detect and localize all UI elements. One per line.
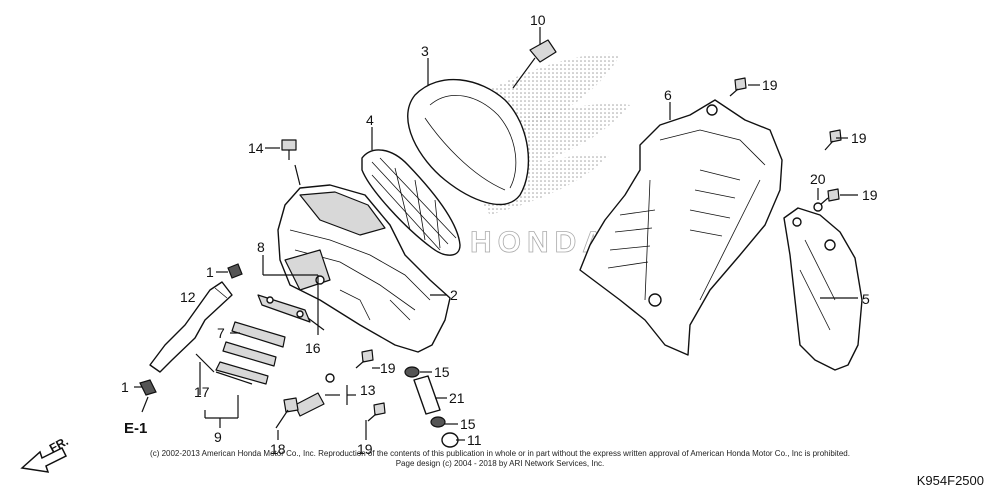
part-21-hose[interactable] xyxy=(413,375,441,415)
part-15-clamp-b[interactable] xyxy=(430,416,446,428)
part-16-screw[interactable] xyxy=(307,317,325,331)
callout-5: 5 xyxy=(862,291,870,307)
callout-1-a: 1 xyxy=(206,264,214,280)
reference-e1-label[interactable]: E-1 xyxy=(124,420,148,437)
front-direction-arrow xyxy=(20,446,68,473)
callout-17: 17 xyxy=(194,384,210,400)
part-8-drain-plate[interactable] xyxy=(257,294,311,323)
callout-10: 10 xyxy=(530,12,546,28)
part-4-filter-screen[interactable] xyxy=(361,149,461,256)
callout-6: 6 xyxy=(664,87,672,103)
part-17-screws[interactable] xyxy=(195,353,253,385)
part-19-screw-c[interactable] xyxy=(819,188,840,206)
part-15-clamp-a[interactable] xyxy=(404,366,420,378)
part-5-side-cover[interactable] xyxy=(783,207,863,371)
callout-2: 2 xyxy=(450,287,458,303)
part-19-screw-a[interactable] xyxy=(729,77,747,97)
part-10-bolt[interactable] xyxy=(512,39,557,89)
callout-9: 9 xyxy=(214,429,222,445)
part-6-air-duct-cover[interactable] xyxy=(579,99,783,356)
callout-14: 14 xyxy=(248,140,264,156)
copyright-line-2: Page design (c) 2004 - 2018 by ARI Netwo… xyxy=(395,459,605,468)
callout-12: 12 xyxy=(180,289,196,305)
part-12-drain-hose[interactable] xyxy=(149,281,233,373)
callout-19-d: 19 xyxy=(380,360,396,376)
part-2-air-cleaner-case[interactable] xyxy=(277,184,451,353)
callout-11: 11 xyxy=(467,432,482,448)
part-14-screw[interactable] xyxy=(281,139,297,160)
callout-8: 8 xyxy=(257,239,265,255)
part-19-screw-b[interactable] xyxy=(824,129,842,151)
part-7-seal-strips[interactable] xyxy=(215,321,286,385)
callout-21: 21 xyxy=(449,390,465,406)
copyright-line-1: (c) 2002-2013 American Honda Motor Co., … xyxy=(150,449,850,458)
callout-19-c: 19 xyxy=(862,187,878,203)
callout-18: 18 xyxy=(270,441,286,457)
callout-7: 7 xyxy=(217,325,225,341)
callout-3: 3 xyxy=(421,43,429,59)
callout-19-e: 19 xyxy=(357,441,373,457)
callout-16: 16 xyxy=(305,340,321,356)
copyright-notice: (c) 2002-2013 American Honda Motor Co., … xyxy=(0,449,1000,469)
part-20-washer[interactable] xyxy=(813,202,823,212)
honda-logo-text: HONDA xyxy=(470,226,610,259)
callout-4: 4 xyxy=(366,112,374,128)
callout-13: 13 xyxy=(360,382,376,398)
callout-20: 20 xyxy=(810,171,826,187)
page-code: K954F2500 xyxy=(916,473,984,488)
leader-lines xyxy=(134,27,858,441)
callout-1-b: 1 xyxy=(121,379,129,395)
callout-19-a: 19 xyxy=(762,77,778,93)
callout-15-a: 15 xyxy=(434,364,450,380)
part-19-screw-d[interactable] xyxy=(355,349,374,369)
part-1-clip-b[interactable] xyxy=(139,379,157,396)
part-18-bolt[interactable] xyxy=(275,397,299,429)
part-11-cap[interactable] xyxy=(441,432,459,448)
callout-19-b: 19 xyxy=(851,130,867,146)
part-13-sensor[interactable] xyxy=(294,373,335,417)
part-3-air-filter-element[interactable] xyxy=(407,78,530,206)
callout-15-b: 15 xyxy=(460,416,476,432)
part-1-clip-a[interactable] xyxy=(227,263,243,279)
part-19-screw-e[interactable] xyxy=(367,402,386,422)
